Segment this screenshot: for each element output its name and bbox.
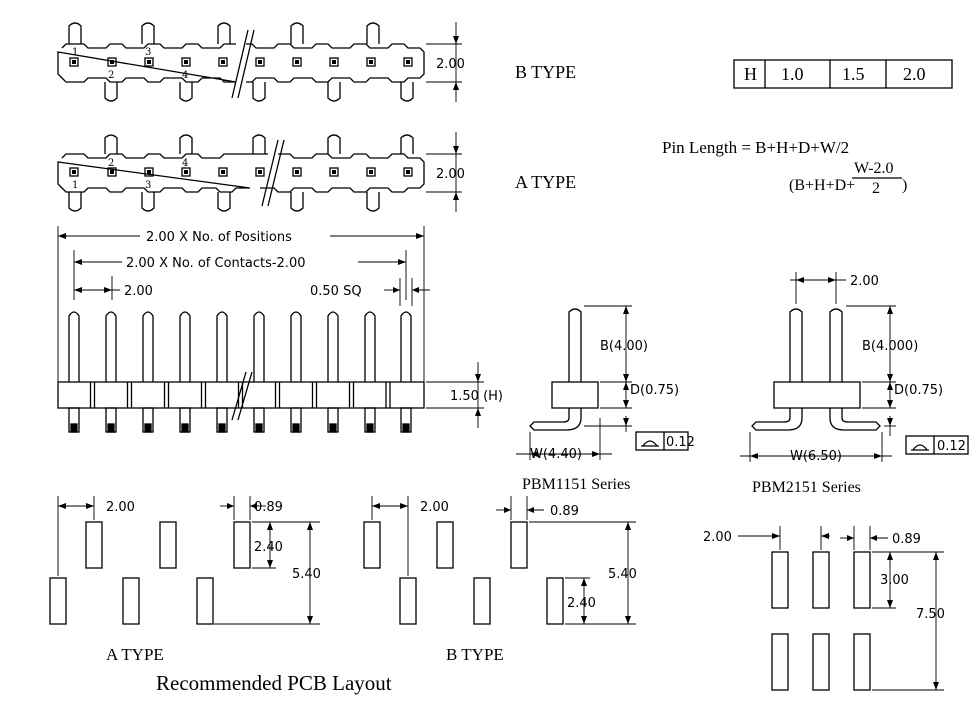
side-pin-top — [253, 311, 265, 382]
pbm1151-b-dim: B(4.00) — [600, 339, 648, 354]
side-view: 2.00 X No. of Positions 2.00 X No. of Co… — [57, 226, 503, 433]
side-pin-tip — [402, 423, 410, 433]
side-pin-top — [142, 311, 154, 382]
side-pin-tip — [218, 423, 226, 433]
side-pin-top — [327, 311, 339, 382]
side-pin-tip — [107, 423, 115, 433]
pin-label-3: 3 — [145, 47, 151, 58]
side-pin-top — [179, 311, 191, 382]
side-pin-top — [105, 311, 117, 382]
formula-prefix: (B+H+D+ — [789, 177, 855, 194]
pin-label-1: 1 — [72, 180, 78, 191]
pin-label-4: 4 — [182, 70, 188, 81]
pcb-b-pitch-dim: 2.00 — [420, 500, 449, 515]
pbm1151-tolerance: 0.12 — [666, 435, 695, 450]
contacts-dimension: 2.00 X No. of Contacts-2.00 — [126, 256, 305, 271]
a-type-top-view: 2 4 1 3 2.00 — [57, 132, 465, 212]
pbm2151-series-label: PBM2151 Series — [752, 479, 861, 496]
pin-length-fraction: (B+H+D+ W-2.0 2 ) — [789, 160, 907, 197]
pin-label-3: 3 — [145, 180, 151, 191]
b-type-height-dim: 2.00 — [436, 57, 465, 72]
pin-square-dimension: 0.50 SQ — [310, 284, 362, 299]
side-pin-top — [364, 311, 376, 382]
pcb-b-pad-width-dim: 0.89 — [550, 504, 579, 519]
b-type-label: B TYPE — [515, 62, 576, 82]
pcb-layout-a-type: 2.00 0.89 2.40 5.40 — [49, 496, 321, 625]
pin-length-formula: Pin Length = B+H+D+W/2 — [662, 138, 849, 157]
formula-numerator: W-2.0 — [854, 160, 894, 177]
pcb-b-span-dim: 5.40 — [608, 567, 637, 582]
pbm2151-tolerance: 0.12 — [937, 439, 966, 454]
pbm2151-w-dim: W(6.50) — [790, 449, 842, 464]
h-table-value-1: 1.0 — [781, 64, 804, 84]
pcb-c-span-dim: 7.50 — [916, 607, 945, 622]
pcb-a-type-label: A TYPE — [106, 645, 164, 664]
pcb-a-pitch-dim: 2.00 — [106, 500, 135, 515]
side-pin-top — [68, 311, 80, 382]
side-pin-top — [400, 311, 412, 382]
side-pin-top — [290, 311, 302, 382]
side-pin-tip — [329, 423, 337, 433]
pbm2151-pitch-dim: 2.00 — [850, 274, 879, 289]
pbm1151-d-dim: D(0.75) — [630, 383, 679, 398]
h-table-value-3: 2.0 — [903, 64, 926, 84]
formula-close: ) — [902, 177, 907, 194]
pcb-a-span-dim: 5.40 — [292, 567, 321, 582]
h-table-value-2: 1.5 — [842, 64, 865, 84]
side-pin-top — [216, 311, 228, 382]
side-pin-tip — [181, 423, 189, 433]
pcb-layout-title: Recommended PCB Layout — [156, 671, 392, 695]
pcb-c-pad-height-dim: 3.00 — [880, 573, 909, 588]
pin-label-2: 2 — [108, 70, 114, 81]
pin-label-2: 2 — [108, 158, 114, 169]
pbm1151-series-label: PBM1151 Series — [522, 476, 630, 493]
side-pin-tip — [70, 423, 78, 433]
pin-label-1: 1 — [72, 47, 78, 58]
pbm2151-b-dim: B(4.000) — [862, 339, 918, 354]
pcb-layout-b-type: 2.00 0.89 2.40 5.40 — [363, 496, 637, 625]
h-table: H 1.0 1.5 2.0 — [733, 59, 953, 89]
a-type-height-dim: 2.00 — [436, 167, 465, 182]
pcb-c-pitch-dim: 2.00 — [703, 530, 732, 545]
side-pin-tip — [366, 423, 374, 433]
side-pin-tip — [144, 423, 152, 433]
pcb-a-pad-width-dim: 0.89 — [254, 500, 283, 515]
pbm2151-d-dim: D(0.75) — [894, 383, 943, 398]
pbm1151-w-dim: W(4.40) — [530, 447, 582, 462]
side-pin-tip — [292, 423, 300, 433]
pbm2151-side: 2.00 B(4.000) D(0.75) W(6.50) 0.12 — [740, 272, 969, 464]
pin-label-4: 4 — [182, 158, 188, 169]
positions-dimension: 2.00 X No. of Positions — [146, 230, 292, 245]
b-type-top-view: 1 3 2 4 2.00 — [57, 22, 465, 102]
h-table-header: H — [744, 64, 757, 84]
formula-denominator: 2 — [872, 180, 880, 197]
pcb-b-pad-height-dim: 2.40 — [567, 596, 596, 611]
pbm1151-side: B(4.00) D(0.75) W(4.40) 0.12 — [516, 305, 695, 462]
side-pin-tip — [255, 423, 263, 433]
pcb-a-pad-height-dim: 2.40 — [254, 540, 283, 555]
h-dimension: 1.50 (H) — [450, 389, 503, 404]
pcb-b-type-label: B TYPE — [446, 645, 504, 664]
pcb-layout-pbm2151: 2.00 0.89 3.00 7.50 — [703, 526, 945, 691]
pcb-c-pad-width-dim: 0.89 — [892, 532, 921, 547]
pitch-dimension: 2.00 — [124, 284, 153, 299]
a-type-label: A TYPE — [515, 172, 576, 192]
